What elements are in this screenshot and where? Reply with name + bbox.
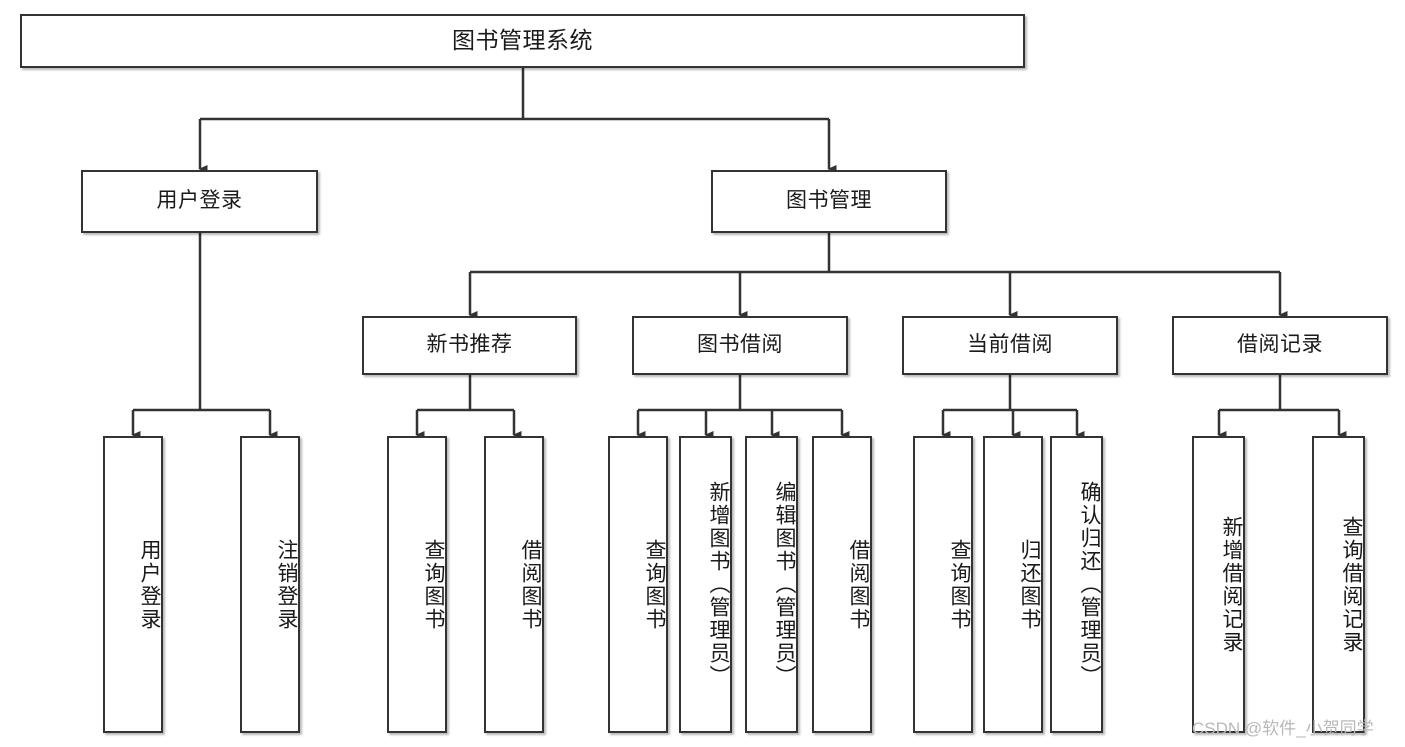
node-leaf-user-login[interactable]: 用户登录 [103,436,163,733]
node-root[interactable]: 图书管理系统 [20,14,1025,68]
node-leaf-edit-book[interactable]: 编辑图书（管理员） [745,436,798,733]
node-leaf-query-book-1[interactable]: 查询图书 [387,436,447,733]
node-leaf-query-book-3[interactable]: 查询图书 [913,436,973,733]
node-leaf-borrow-book-2[interactable]: 借阅图书 [812,436,872,733]
node-current-borrow[interactable]: 当前借阅 [902,316,1118,375]
node-leaf-add-book[interactable]: 新增图书（管理员） [679,436,732,733]
node-leaf-query-book-2[interactable]: 查询图书 [608,436,668,733]
watermark-label: CSDN @软件_小贺同学 [1192,719,1374,738]
node-borrow-record[interactable]: 借阅记录 [1172,316,1388,375]
node-user-login[interactable]: 用户登录 [81,170,318,233]
node-book-borrow[interactable]: 图书借阅 [632,316,848,375]
node-leaf-user-logout[interactable]: 注销登录 [240,436,300,733]
node-leaf-query-record[interactable]: 查询借阅记录 [1312,436,1365,733]
node-leaf-borrow-book-1[interactable]: 借阅图书 [484,436,544,733]
node-leaf-confirm-return[interactable]: 确认归还（管理员） [1050,436,1103,733]
node-new-book-rec[interactable]: 新书推荐 [362,316,577,375]
connector-lines [131,68,1347,439]
node-book-manage[interactable]: 图书管理 [711,170,947,233]
node-leaf-add-record[interactable]: 新增借阅记录 [1192,436,1245,733]
node-leaf-return-book[interactable]: 归还图书 [983,436,1043,733]
